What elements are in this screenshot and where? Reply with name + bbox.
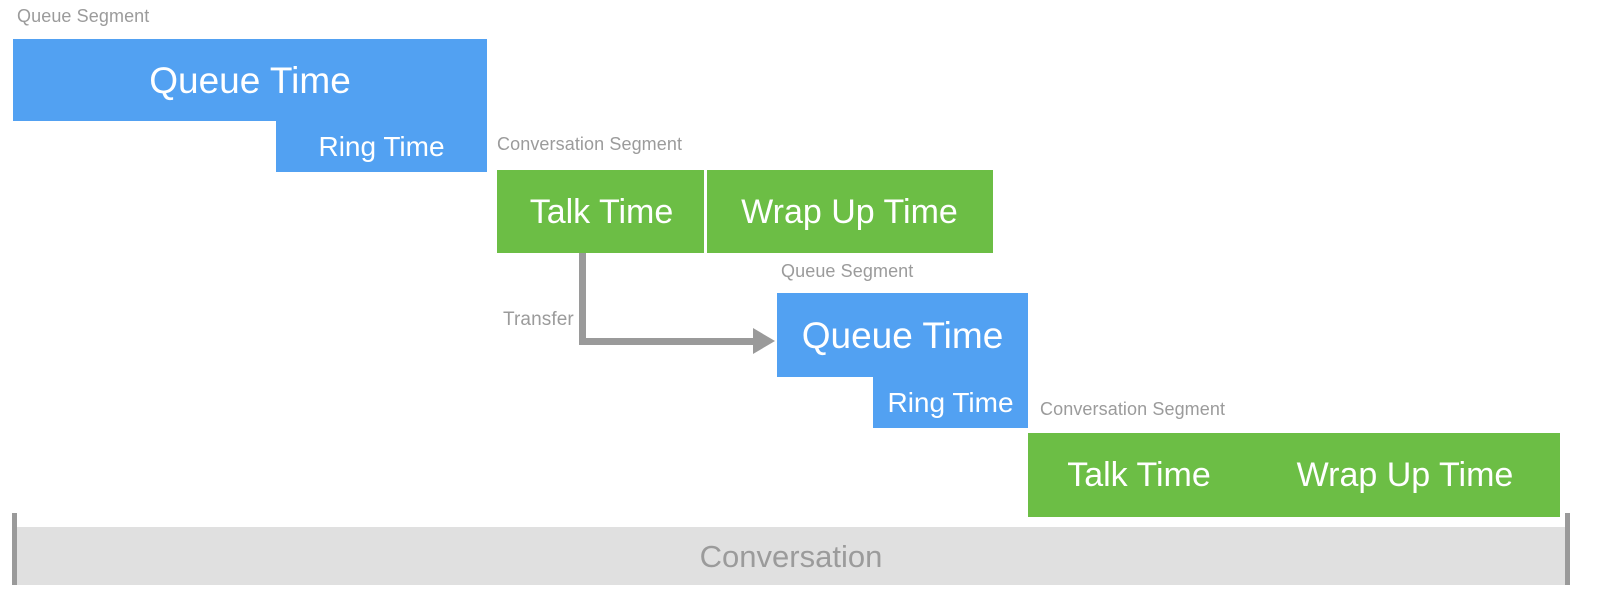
wrap-up-time-cell-1[interactable]: Wrap Up Time [706,170,993,253]
ring-time-block-1[interactable]: Ring Time [276,121,487,172]
queue-time-block-2[interactable]: Queue Time [777,293,1028,377]
ring-time-block-2[interactable]: Ring Time [873,377,1028,428]
conversation-span-label: Conversation [699,538,883,574]
queue-time-block-1[interactable]: Queue Time [13,39,487,121]
conversation-span-cap-left [12,513,17,585]
talk-time-cell-2[interactable]: Talk Time [1028,433,1250,517]
talk-time-label-1: Talk Time [529,192,674,231]
wrap-up-time-cell-2[interactable]: Wrap Up Time [1250,433,1560,517]
ring-time-label-2: Ring Time [887,386,1014,418]
conversation-span-bar[interactable]: Conversation [17,527,1565,585]
talk-time-cell-1[interactable]: Talk Time [497,170,706,253]
queue-time-label-1: Queue Time [149,59,351,101]
transfer-arrowhead-icon [753,328,775,354]
conversation-segment-label-1: Conversation Segment [497,134,683,154]
transfer-connector-horizontal [579,338,755,345]
queue-segment-label-2: Queue Segment [781,261,914,281]
transfer-label: Transfer [503,309,574,330]
transfer-connector-vertical [579,253,586,345]
conversation-segment-label-2: Conversation Segment [1040,399,1226,419]
segment-divider-1 [704,170,707,253]
talk-time-label-2: Talk Time [1067,456,1211,494]
wrap-up-time-label-2: Wrap Up Time [1296,456,1514,494]
ring-time-label-1: Ring Time [318,130,445,162]
wrap-up-time-label-1: Wrap Up Time [741,192,958,231]
conversation-segment-block-2[interactable]: Talk Time Wrap Up Time [1028,433,1560,517]
queue-segment-label-1: Queue Segment [17,6,150,26]
queue-time-label-2: Queue Time [801,314,1004,356]
conversation-segment-block-1[interactable]: Talk Time Wrap Up Time [497,170,993,253]
conversation-span-cap-right [1565,513,1570,585]
